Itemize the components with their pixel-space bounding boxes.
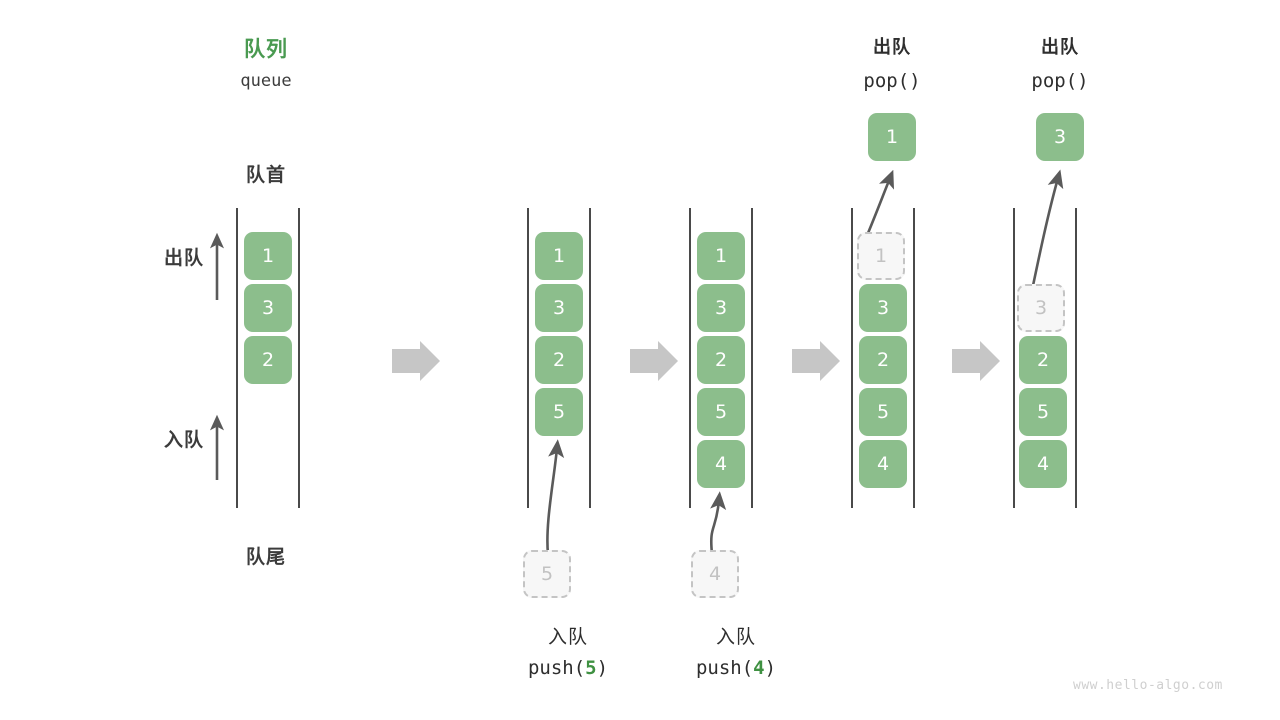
pop-3-title-cn: 出队	[1041, 37, 1079, 58]
push-5-caption-cn: 入队	[547, 626, 588, 648]
push-5-caption-prefix: push(	[527, 657, 586, 679]
queue-rail-right	[298, 208, 300, 508]
push-5-caption-code: push(5)	[488, 657, 648, 679]
pop-1-motion-arrow	[864, 169, 895, 239]
popping-cell: 1	[857, 232, 905, 280]
queue-rail-left	[851, 208, 853, 508]
queue-cell: 3	[697, 284, 745, 332]
queue-rail-left	[236, 208, 238, 508]
queue-rail-right	[751, 208, 753, 508]
rear-label: 队尾	[245, 546, 286, 568]
queue-cell: 2	[244, 336, 292, 384]
popped-cell: 3	[1036, 113, 1084, 161]
push-4-motion-arrow	[710, 491, 727, 555]
page-title-cn: 队列	[244, 37, 288, 61]
queue-rail-right	[913, 208, 915, 508]
pop-1-title-cn: 出队	[873, 37, 911, 58]
page-title-en: queue	[240, 71, 292, 91]
queue-rail-right	[1075, 208, 1077, 508]
queue-rail-left	[689, 208, 691, 508]
front-label: 队首	[245, 164, 286, 186]
push-5-caption-value: 5	[585, 657, 597, 679]
push-5-caption-suffix: )	[596, 657, 609, 679]
enqueue-label: 入队	[163, 429, 204, 451]
queue-cell: 1	[535, 232, 583, 280]
queue-cell-new: 5	[535, 388, 583, 436]
queue-cell: 2	[859, 336, 907, 384]
step-arrow-3	[792, 341, 840, 381]
queue-cell: 4	[1019, 440, 1067, 488]
queue-rail-left	[1013, 208, 1015, 508]
queue-cell-new: 4	[697, 440, 745, 488]
pop-1-title-code: pop()	[863, 70, 921, 92]
pop-3-motion-arrow	[1028, 169, 1064, 301]
queue-cell: 3	[859, 284, 907, 332]
push-4-caption-cn: 入队	[715, 626, 756, 648]
queue-cell: 2	[697, 336, 745, 384]
push-4-caption-suffix: )	[764, 657, 777, 679]
popping-cell: 3	[1017, 284, 1065, 332]
queue-rail-left	[527, 208, 529, 508]
queue-cell: 3	[535, 284, 583, 332]
push-4-caption-code: push(4)	[656, 657, 816, 679]
step-arrow-4	[952, 341, 1000, 381]
pending-push-cell: 5	[523, 550, 571, 598]
queue-cell: 3	[244, 284, 292, 332]
queue-cell: 2	[535, 336, 583, 384]
queue-cell: 4	[859, 440, 907, 488]
step-arrow-2	[630, 341, 678, 381]
queue-cell: 5	[697, 388, 745, 436]
pop-3-title-code: pop()	[1031, 70, 1089, 92]
push-4-caption-value: 4	[753, 657, 765, 679]
queue-cell: 5	[859, 388, 907, 436]
queue-cell: 5	[1019, 388, 1067, 436]
watermark: www.hello-algo.com	[1073, 678, 1223, 693]
popped-cell: 1	[868, 113, 916, 161]
pending-push-cell: 4	[691, 550, 739, 598]
dequeue-label: 出队	[163, 247, 204, 269]
queue-cell: 2	[1019, 336, 1067, 384]
queue-cell: 1	[244, 232, 292, 280]
push-4-caption-prefix: push(	[695, 657, 754, 679]
step-arrow-1	[392, 341, 440, 381]
queue-cell: 1	[697, 232, 745, 280]
push-5-motion-arrow	[546, 439, 565, 555]
queue-rail-right	[589, 208, 591, 508]
